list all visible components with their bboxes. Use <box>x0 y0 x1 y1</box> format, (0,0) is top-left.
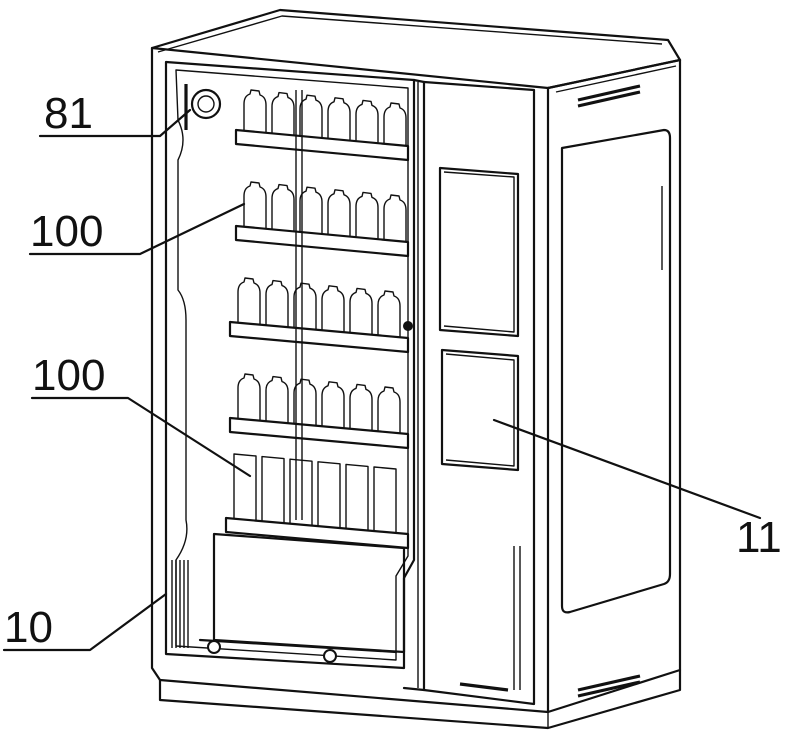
bottle <box>290 459 312 525</box>
bottle <box>238 374 260 420</box>
bottle <box>350 384 372 430</box>
bottle <box>294 379 316 425</box>
ref-label-11: 11 <box>736 513 782 562</box>
vent-grille <box>172 560 188 648</box>
cabinet-body <box>152 10 680 728</box>
bottle <box>322 286 344 332</box>
bottle <box>322 382 344 428</box>
bottle <box>374 467 396 533</box>
bottle <box>300 187 322 233</box>
leader-lines <box>4 110 760 650</box>
bottle <box>384 103 406 145</box>
leader-100-lower <box>32 398 250 476</box>
bottle <box>266 377 288 423</box>
component-81 <box>186 84 220 130</box>
bottle <box>384 195 406 241</box>
bottle <box>328 190 350 236</box>
ref-label-100-upper: 100 <box>30 207 103 256</box>
bottle <box>378 291 400 337</box>
bottle <box>244 182 266 228</box>
bottle <box>328 98 350 140</box>
bottle <box>262 457 284 523</box>
bottle <box>238 278 260 324</box>
bottle <box>356 192 378 238</box>
bottle <box>378 387 400 433</box>
bottle <box>300 95 322 137</box>
control-panel <box>424 82 534 704</box>
bottle <box>318 462 340 528</box>
bottle <box>294 283 316 329</box>
bottle <box>244 90 266 132</box>
bottle <box>346 464 368 530</box>
pickup-bin <box>214 534 404 652</box>
bottle <box>234 454 256 520</box>
ref-label-100-lower: 100 <box>32 351 105 400</box>
bottle <box>350 288 372 334</box>
reference-numerals: 81 100 100 10 11 <box>4 89 782 652</box>
ref-label-81: 81 <box>44 89 93 138</box>
bottle <box>272 185 294 231</box>
door-frame <box>166 62 424 690</box>
bottle <box>266 281 288 327</box>
bottle <box>272 93 294 135</box>
ref-label-10: 10 <box>4 603 53 652</box>
bottle <box>356 100 378 142</box>
shelves <box>226 90 408 548</box>
